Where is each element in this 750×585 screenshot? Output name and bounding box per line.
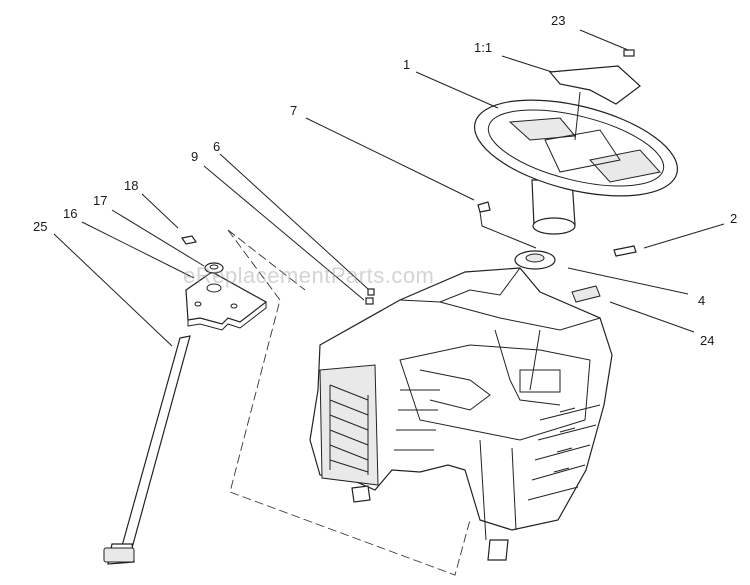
mounting-plate xyxy=(185,271,268,331)
clip xyxy=(181,235,197,245)
emblem xyxy=(623,49,635,57)
callout-16: 16 xyxy=(63,206,78,221)
phantom-outline xyxy=(227,229,471,576)
bushing xyxy=(204,262,224,274)
dash-housing xyxy=(309,267,613,561)
bracket xyxy=(571,285,601,303)
callout-1-1: 1:1 xyxy=(474,40,493,55)
callout-1: 1 xyxy=(403,57,411,72)
callout-25: 25 xyxy=(33,219,48,234)
center-cap xyxy=(548,65,641,141)
fastener-9 xyxy=(365,297,374,305)
bolt xyxy=(477,201,537,249)
roll-pin xyxy=(613,245,637,257)
collar xyxy=(514,250,556,270)
callout-7: 7 xyxy=(290,103,298,118)
callout-9: 9 xyxy=(191,149,199,164)
watermark: eReplacementParts.com xyxy=(183,263,435,288)
steering-wheel xyxy=(473,99,679,235)
callout-4: 4 xyxy=(698,293,706,308)
steering-shaft xyxy=(103,335,191,565)
fastener-6 xyxy=(367,288,375,296)
callout-17: 17 xyxy=(93,193,108,208)
callout-6: 6 xyxy=(213,139,221,154)
callout-18: 18 xyxy=(124,178,139,193)
callout-2: 2 xyxy=(730,211,738,226)
callout-24: 24 xyxy=(700,333,715,348)
leader-lines xyxy=(53,29,725,347)
callout-23: 23 xyxy=(551,13,566,28)
